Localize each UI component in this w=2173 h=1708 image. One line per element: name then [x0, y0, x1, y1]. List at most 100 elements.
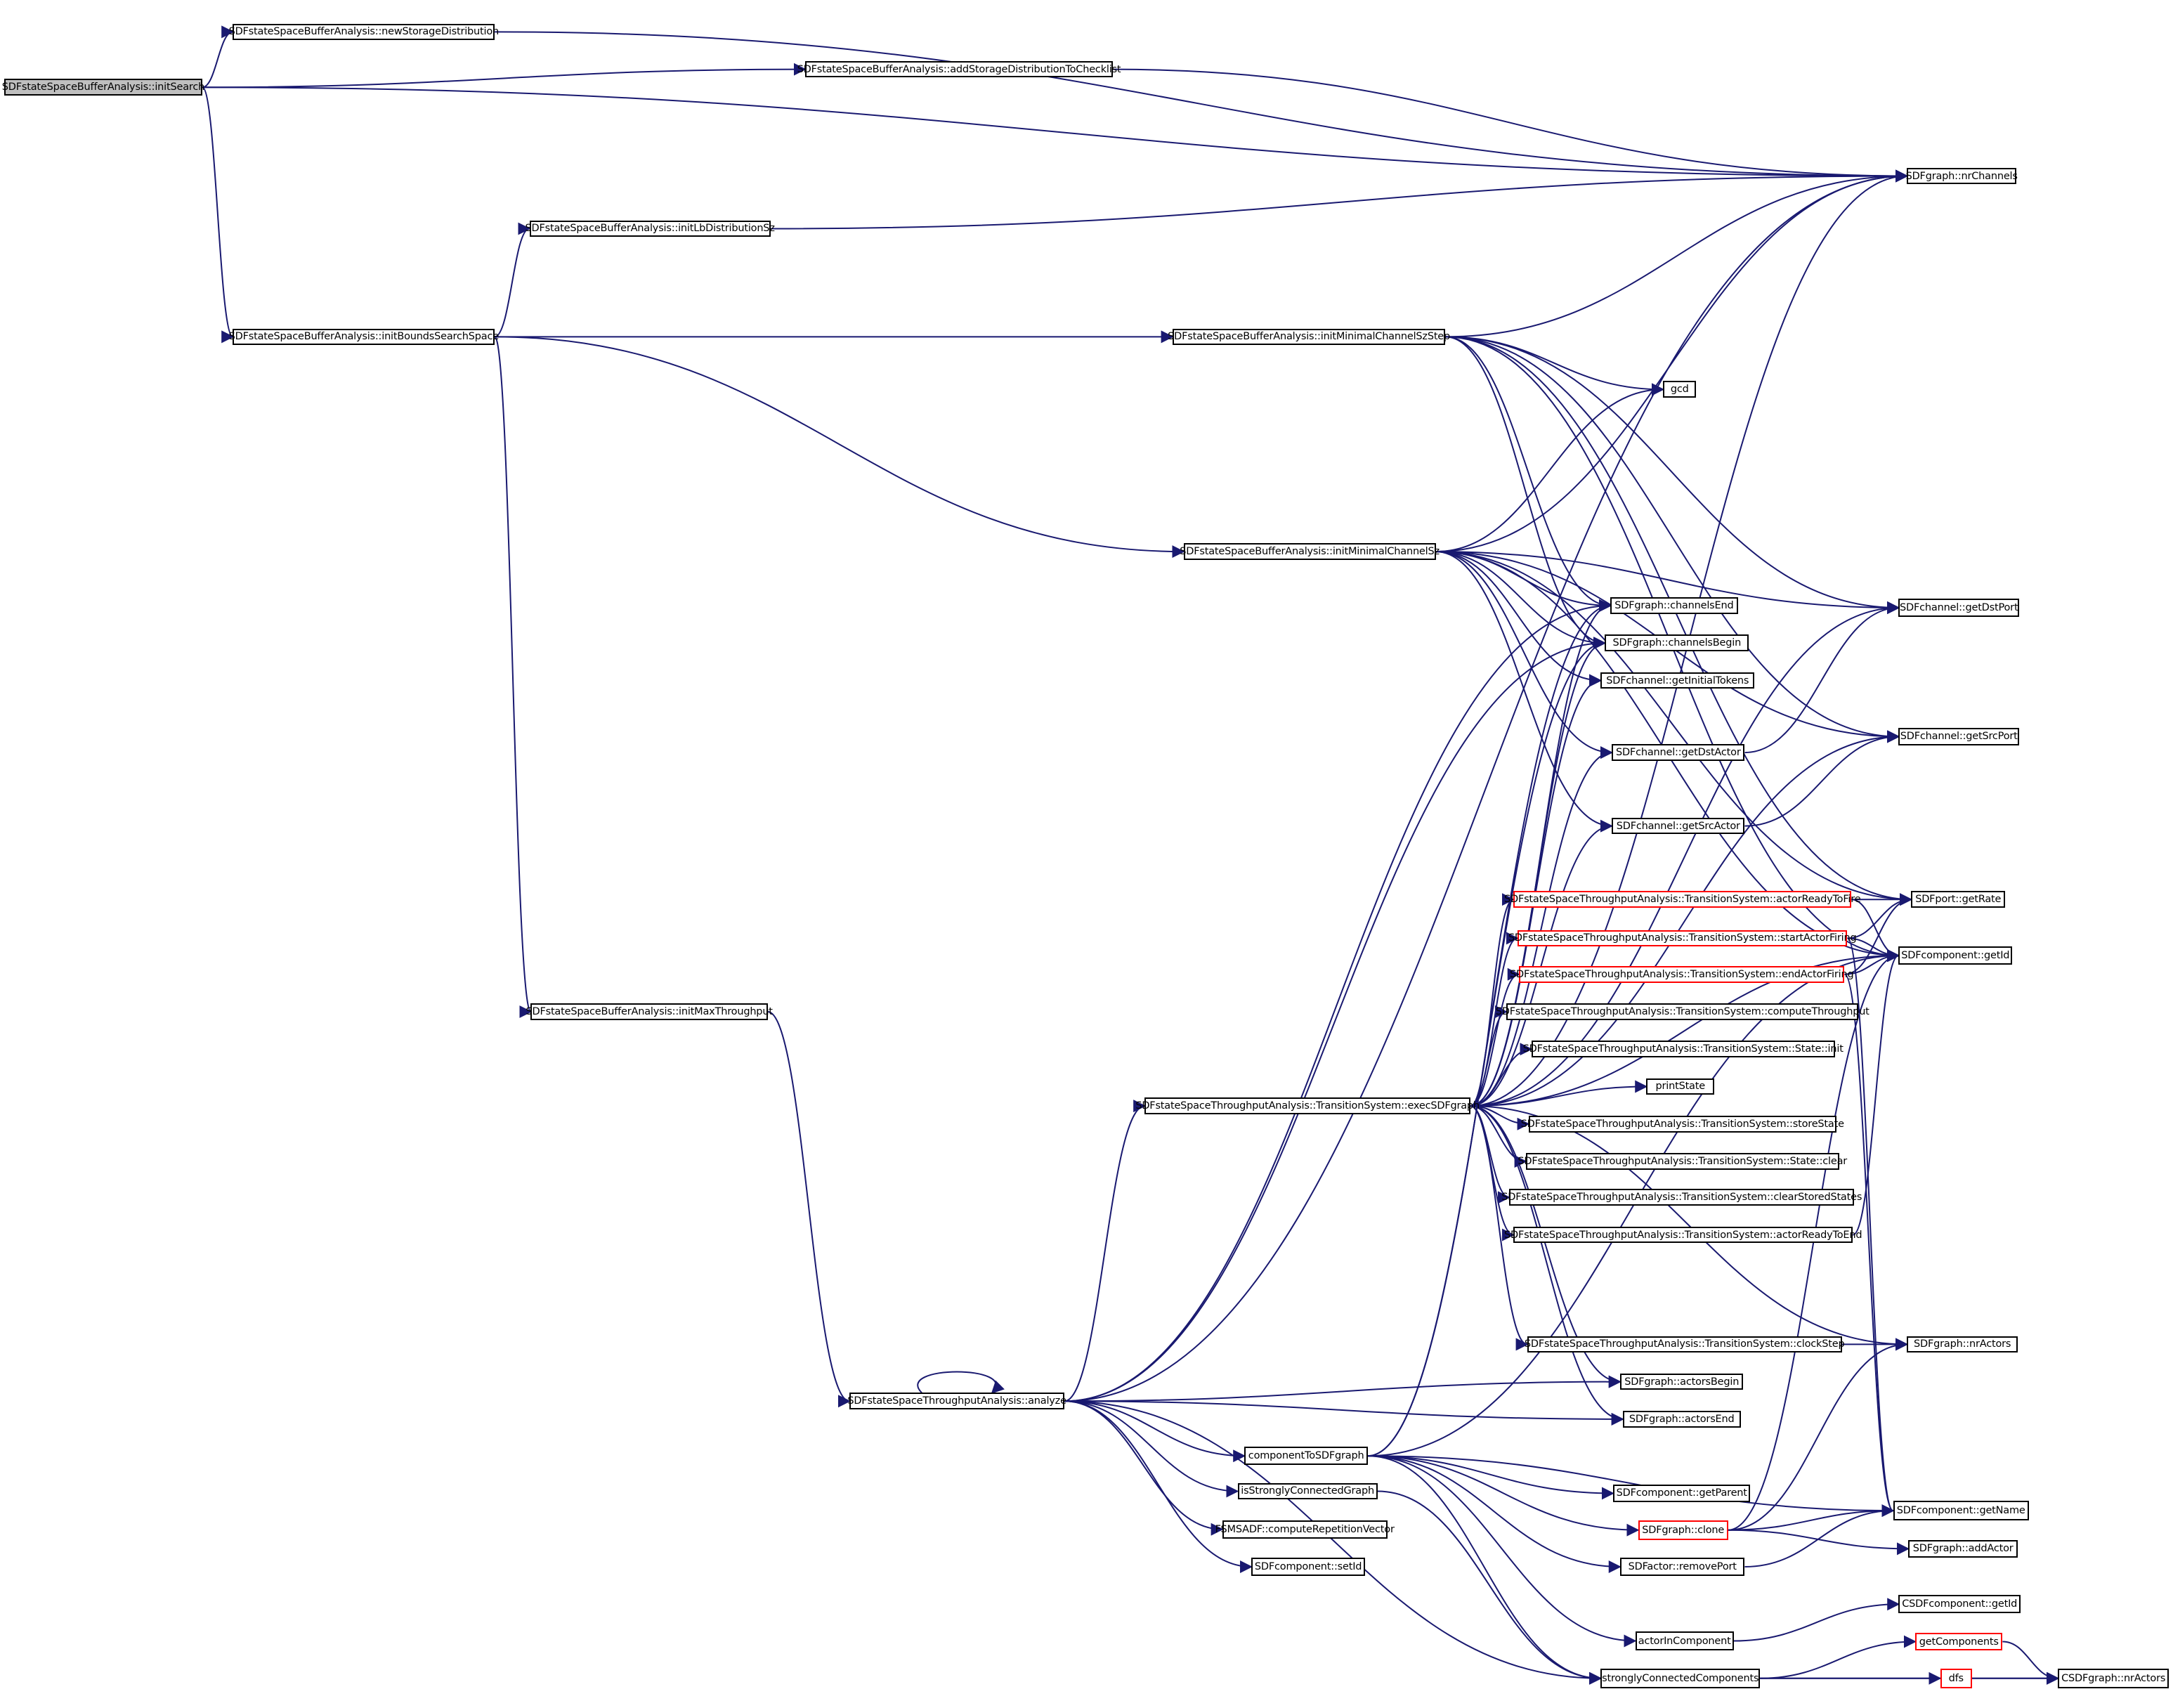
call-edge-initSearch-to-nrChannels: [202, 86, 1909, 183]
graph-node-label: SDFgraph::actorsEnd: [1629, 1413, 1735, 1425]
graph-node-label: SDFstateSpaceBufferAnalysis::addStorageD…: [797, 63, 1121, 75]
call-edge-initSearch-to-newStorageDistribution: [202, 25, 235, 89]
graph-node-new-storage-distribution[interactable]: SDFstateSpaceBufferAnalysis::newStorageD…: [229, 23, 499, 41]
call-edge-initMinimalChannelSz-to-getDstPort: [1435, 551, 1900, 614]
graph-node-nr-channels[interactable]: SDFgraph::nrChannels: [1906, 167, 2018, 185]
graph-node-print-state[interactable]: printState: [1646, 1078, 1715, 1095]
graph-node-get-rate[interactable]: SDFport::getRate: [1911, 891, 2006, 908]
graph-node-compute-throughput[interactable]: SDFstateSpaceThroughputAnalysis::Transit…: [1496, 1003, 1869, 1020]
call-edge-endActorFiring-to-getRate: [1844, 893, 1912, 975]
graph-node-component-to-s-d-fgraph[interactable]: componentToSDFgraph: [1244, 1447, 1368, 1465]
graph-node-init-bounds-search-space[interactable]: SDFstateSpaceBufferAnalysis::initBoundsS…: [229, 328, 499, 346]
call-edge-actorInComponent-to-csdfGetId: [1733, 1598, 1900, 1642]
call-edge-execSDFgraph-to-actorsEnd: [1470, 1105, 1624, 1426]
graph-node-label: CSDFcomponent::getId: [1902, 1598, 2018, 1610]
call-edge-initMinimalChannelSzStep-to-channelsEnd: [1445, 336, 1612, 612]
call-edge-componentToSDFgraph-to-getParent: [1367, 1455, 1614, 1500]
graph-node-strongly-connected-components[interactable]: stronglyConnectedComponents: [1600, 1668, 1761, 1688]
graph-node-add-actor[interactable]: SDFgraph::addActor: [1908, 1539, 2018, 1558]
graph-node-csdf-get-id[interactable]: CSDFcomponent::getId: [1898, 1595, 2021, 1614]
call-edge-componentToSDFgraph-to-clone: [1367, 1455, 1640, 1537]
graph-node-label: SDFstateSpaceBufferAnalysis::initSearch: [1, 82, 205, 93]
graph-node-actors-end[interactable]: SDFgraph::actorsEnd: [1622, 1411, 1741, 1428]
graph-node-label: SDFstateSpaceThroughputAnalysis::Transit…: [1524, 1338, 1845, 1350]
graph-node-csdf-nr-actors[interactable]: CSDFgraph::nrActors: [2058, 1668, 2169, 1688]
graph-node-label: SDFgraph::channelsBegin: [1612, 637, 1742, 649]
graph-node-clone[interactable]: SDFgraph::clone: [1638, 1520, 1728, 1540]
call-edge-initBoundsSearchSpace-to-initMinimalChannelSz: [495, 336, 1185, 559]
graph-node-gcd[interactable]: gcd: [1663, 381, 1697, 398]
graph-node-label: SDFstateSpaceThroughputAnalysis::Transit…: [1503, 894, 1861, 906]
graph-node-label: SDFchannel::getSrcPort: [1900, 731, 2018, 743]
call-edge-componentToSDFgraph-to-stronglyConnectedComponents: [1367, 1455, 1603, 1685]
graph-node-exec-s-d-fgraph[interactable]: SDFstateSpaceThroughputAnalysis::Transit…: [1135, 1097, 1480, 1114]
call-edge-execSDFgraph-to-getDstPort: [1470, 601, 1900, 1107]
call-edge-analyze-to-execSDFgraph: [1064, 1100, 1147, 1402]
call-edge-isStronglyConnectedGraph-to-stronglyConnectedComponents: [1377, 1490, 1603, 1685]
graph-node-clear-stored-states[interactable]: SDFstateSpaceThroughputAnalysis::Transit…: [1501, 1189, 1862, 1206]
graph-node-analyze[interactable]: SDFstateSpaceThroughputAnalysis::analyze: [847, 1393, 1066, 1410]
graph-node-actor-ready-to-end[interactable]: SDFstateSpaceThroughputAnalysis::Transit…: [1504, 1226, 1862, 1244]
graph-node-label: SDFstateSpaceThroughputAnalysis::Transit…: [1509, 968, 1854, 980]
graph-node-store-state[interactable]: SDFstateSpaceThroughputAnalysis::Transit…: [1521, 1115, 1844, 1133]
call-edge-initBoundsSearchSpace-to-initLbDistributionSz: [494, 222, 531, 338]
graph-node-compute-repetition-vector[interactable]: FSMSADF::computeRepetitionVector: [1215, 1520, 1395, 1539]
call-edge-componentToSDFgraph-to-removePort: [1367, 1455, 1621, 1573]
graph-node-nr-actors[interactable]: SDFgraph::nrActors: [1907, 1336, 2018, 1353]
graph-node-end-actor-firing[interactable]: SDFstateSpaceThroughputAnalysis::Transit…: [1510, 965, 1854, 983]
graph-node-channels-end[interactable]: SDFgraph::channelsEnd: [1610, 597, 1738, 614]
graph-node-get-parent[interactable]: SDFcomponent::getParent: [1613, 1484, 1751, 1503]
call-edge-analyze-to-analyze: [917, 1371, 1005, 1394]
graph-node-state-clear[interactable]: SDFstateSpaceThroughputAnalysis::Transit…: [1518, 1153, 1847, 1170]
graph-node-start-actor-firing[interactable]: SDFstateSpaceThroughputAnalysis::Transit…: [1508, 930, 1857, 947]
graph-node-dfs[interactable]: dfs: [1940, 1668, 1972, 1688]
call-edge-analyze-to-channelsBegin: [1064, 637, 1607, 1402]
graph-node-clock-step[interactable]: SDFstateSpaceThroughputAnalysis::Transit…: [1524, 1336, 1845, 1353]
graph-node-actor-in-component[interactable]: actorInComponent: [1635, 1631, 1734, 1651]
graph-node-label: SDFstateSpaceBufferAnalysis::initMinimal…: [1168, 331, 1451, 343]
call-edge-initSearch-to-addStorageDistributionToChecklist: [202, 63, 807, 89]
call-edge-execSDFgraph-to-clockStep: [1470, 1105, 1529, 1351]
graph-node-label: SDFgraph::clone: [1642, 1524, 1725, 1536]
graph-node-init-search[interactable]: SDFstateSpaceBufferAnalysis::initSearch: [1, 79, 205, 96]
graph-node-label: SDFstateSpaceThroughputAnalysis::Transit…: [1508, 932, 1857, 944]
graph-node-label: SDFcomponent::setId: [1254, 1560, 1362, 1572]
graph-node-label: SDFstateSpaceBufferAnalysis::initMaxThro…: [526, 1005, 773, 1017]
graph-node-label: isStronglyConnectedGraph: [1241, 1485, 1374, 1497]
graph-node-actors-begin[interactable]: SDFgraph::actorsBegin: [1619, 1373, 1744, 1390]
graph-node-add-storage-distribution-to-checklist[interactable]: SDFstateSpaceBufferAnalysis::addStorageD…: [797, 60, 1121, 78]
graph-node-init-minimal-channel-sz[interactable]: SDFstateSpaceBufferAnalysis::initMinimal…: [1180, 543, 1440, 560]
call-edge-startActorFiring-to-getName: [1846, 937, 1895, 1517]
graph-node-init-lb-distribution-sz[interactable]: SDFstateSpaceBufferAnalysis::initLbDistr…: [526, 220, 775, 237]
graph-node-init-minimal-channel-sz-step[interactable]: SDFstateSpaceBufferAnalysis::initMinimal…: [1168, 328, 1450, 346]
graph-node-get-name[interactable]: SDFcomponent::getName: [1893, 1501, 2029, 1520]
graph-node-label: SDFstateSpaceThroughputAnalysis::Transit…: [1518, 1156, 1848, 1167]
call-edge-stronglyConnectedComponents-to-getComponents: [1760, 1635, 1917, 1679]
graph-node-set-id[interactable]: SDFcomponent::setId: [1251, 1558, 1365, 1576]
graph-node-init-max-throughput[interactable]: SDFstateSpaceBufferAnalysis::initMaxThro…: [526, 1003, 773, 1020]
graph-node-state-init[interactable]: SDFstateSpaceThroughputAnalysis::Transit…: [1523, 1041, 1844, 1058]
graph-node-is-strongly-connected-graph[interactable]: isStronglyConnectedGraph: [1237, 1482, 1378, 1500]
call-edge-execSDFgraph-to-stateClear: [1470, 1105, 1527, 1168]
call-edge-analyze-to-isStronglyConnectedGraph: [1064, 1400, 1239, 1498]
graph-node-remove-port[interactable]: SDFactor::removePort: [1619, 1558, 1745, 1576]
graph-node-label: SDFchannel::getInitialTokens: [1606, 674, 1749, 686]
graph-node-get-src-actor[interactable]: SDFchannel::getSrcActor: [1612, 817, 1745, 835]
graph-node-get-components[interactable]: getComponents: [1915, 1632, 2003, 1651]
call-edge-execSDFgraph-to-actorsBegin: [1470, 1105, 1621, 1388]
graph-node-get-src-port[interactable]: SDFchannel::getSrcPort: [1898, 727, 2020, 746]
graph-node-label: SDFstateSpaceBufferAnalysis::newStorageD…: [228, 26, 500, 38]
call-edge-analyze-to-nrChannels: [1064, 169, 1909, 1402]
graph-node-get-id[interactable]: SDFcomponent::getId: [1898, 946, 2013, 965]
call-edge-clone-to-nrActors: [1728, 1338, 1909, 1531]
graph-node-get-dst-port[interactable]: SDFchannel::getDstPort: [1898, 599, 2020, 617]
graph-node-actor-ready-to-fire[interactable]: SDFstateSpaceThroughputAnalysis::Transit…: [1504, 891, 1861, 908]
call-edge-initSearch-to-initBoundsSearchSpace: [202, 86, 235, 344]
call-edge-analyze-to-actorsEnd: [1064, 1400, 1624, 1426]
graph-node-get-initial-tokens[interactable]: SDFchannel::getInitialTokens: [1600, 672, 1755, 689]
graph-node-get-dst-actor[interactable]: SDFchannel::getDstActor: [1612, 744, 1745, 761]
graph-node-label: SDFstateSpaceBufferAnalysis::initLbDistr…: [525, 223, 775, 235]
call-edge-initLbDistributionSz-to-nrChannels: [770, 169, 1909, 230]
graph-node-channels-begin[interactable]: SDFgraph::channelsBegin: [1605, 634, 1749, 652]
